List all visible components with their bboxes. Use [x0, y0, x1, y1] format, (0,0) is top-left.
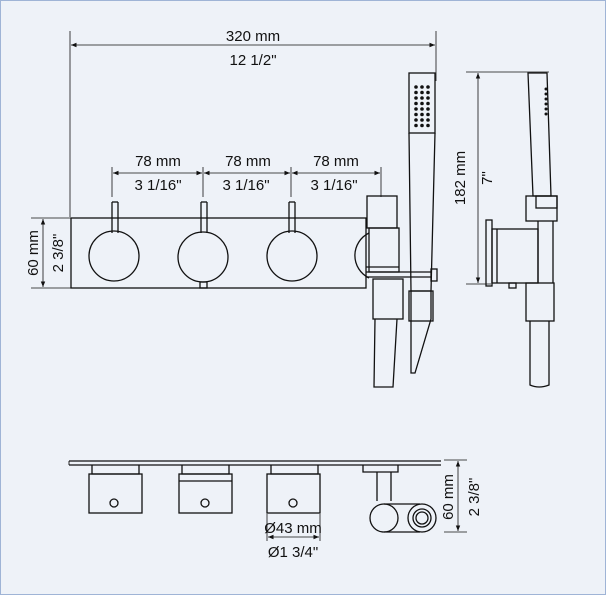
- nozzle-dot: [414, 112, 418, 117]
- nozzle-dot: [414, 85, 418, 89]
- nozzle-dot: [420, 107, 424, 111]
- nozzle-dot: [414, 101, 418, 106]
- nozzle-dot: [420, 123, 424, 128]
- nozzle-dot: [420, 90, 424, 95]
- nozzle-dot: [426, 112, 430, 117]
- plate-height-mm-label: 60 mm: [25, 230, 42, 276]
- plate-height-in-label: 2 3/8": [50, 234, 67, 273]
- spacing-2-in-label: 3 1/16": [222, 177, 269, 194]
- side-nozzle-dot: [544, 107, 548, 111]
- side-nozzle-dot: [544, 87, 548, 91]
- nozzle-dot: [426, 90, 430, 95]
- nozzle-dot: [420, 96, 424, 100]
- nozzle-dot: [426, 101, 430, 106]
- top-view: 60 mm 2 3/8" Ø43 mm Ø1 3/4": [68, 459, 483, 561]
- top-knob-3: [266, 465, 321, 514]
- nozzle-dot: [420, 118, 424, 122]
- depth-mm-label: 60 mm: [440, 474, 457, 520]
- nozzle-dot: [414, 107, 418, 111]
- side-body: [491, 228, 539, 284]
- front-knob-1: [88, 201, 140, 282]
- side-shower-head: [527, 72, 552, 197]
- nozzle-dot: [426, 123, 430, 128]
- spacing-1-mm-label: 78 mm: [135, 153, 181, 170]
- nozzle-dot: [414, 123, 418, 128]
- nozzle-dot: [414, 90, 418, 95]
- height-in-label: 7": [479, 171, 496, 185]
- top-shower-holder: [362, 465, 437, 533]
- front-knob-3: [266, 201, 318, 282]
- side-view: 182 mm 7": [452, 71, 558, 388]
- nozzle-dot: [414, 96, 418, 100]
- diameter-mm-label: Ø43 mm: [264, 520, 322, 537]
- side-nozzles: [544, 87, 548, 116]
- front-view: 320 mm 12 1/2" 78 mm 78 mm 78 mm 3 1/16"…: [25, 28, 438, 388]
- diameter-in-label: Ø1 3/4": [268, 544, 318, 561]
- front-hand-shower: [408, 72, 436, 374]
- nozzle-dot: [426, 107, 430, 111]
- nozzle-dot: [420, 101, 424, 106]
- top-knob-2: [178, 465, 233, 514]
- spacing-3-mm-label: 78 mm: [313, 153, 359, 170]
- nozzle-dot: [426, 96, 430, 100]
- front-knob-2: [177, 201, 229, 289]
- spacing-3-in-label: 3 1/16": [310, 177, 357, 194]
- width-in-label: 12 1/2": [229, 52, 276, 69]
- side-nozzle-dot: [544, 102, 548, 106]
- nozzle-dot: [426, 118, 430, 122]
- top-knob-1: [88, 465, 143, 514]
- shower-nozzles: [414, 85, 430, 128]
- side-nozzle-dot: [544, 112, 548, 116]
- nozzle-dot: [414, 118, 418, 122]
- nozzle-dot: [420, 85, 424, 89]
- spacing-1-in-label: 3 1/16": [134, 177, 181, 194]
- depth-in-label: 2 3/8": [466, 478, 483, 517]
- nozzle-dot: [426, 85, 430, 89]
- width-mm-label: 320 mm: [226, 28, 280, 45]
- side-nozzle-dot: [544, 92, 548, 96]
- side-nozzle-dot: [544, 97, 548, 101]
- side-handle: [525, 282, 555, 322]
- nozzle-dot: [420, 112, 424, 117]
- front-plate: [70, 217, 367, 289]
- side-wall-plate: [485, 219, 493, 287]
- height-mm-label: 182 mm: [452, 151, 469, 205]
- spacing-2-mm-label: 78 mm: [225, 153, 271, 170]
